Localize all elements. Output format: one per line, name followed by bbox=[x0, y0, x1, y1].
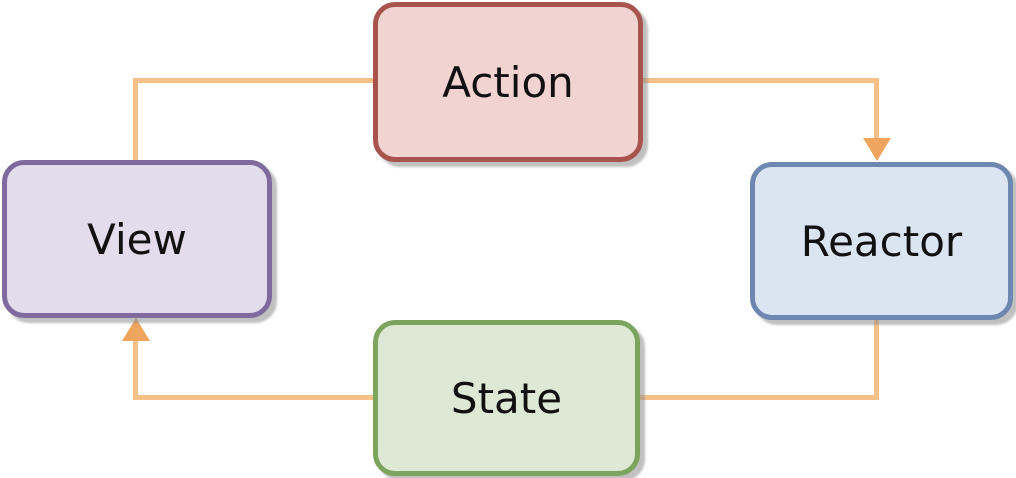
node-action-label: Action bbox=[442, 57, 574, 107]
connector-reactor-to-state-vertical bbox=[874, 320, 879, 400]
connector-action-to-reactor-vertical bbox=[874, 78, 879, 139]
connector-view-to-action-vertical bbox=[133, 78, 138, 162]
arrowhead-down-icon bbox=[863, 138, 891, 161]
node-view-label: View bbox=[87, 214, 187, 264]
connector-state-to-view-horizontal bbox=[133, 395, 373, 400]
node-reactor: Reactor bbox=[750, 162, 1013, 320]
arrowhead-up-icon bbox=[122, 318, 150, 341]
node-action: Action bbox=[373, 2, 643, 162]
connector-state-to-view-vertical bbox=[133, 340, 138, 400]
node-reactor-label: Reactor bbox=[800, 216, 963, 266]
connector-action-to-reactor-horizontal bbox=[643, 78, 879, 83]
node-state-label: State bbox=[450, 373, 563, 423]
connector-reactor-to-state-horizontal bbox=[640, 395, 879, 400]
node-state: State bbox=[373, 320, 640, 476]
connector-view-to-action-horizontal bbox=[133, 78, 373, 83]
node-view: View bbox=[2, 160, 272, 318]
